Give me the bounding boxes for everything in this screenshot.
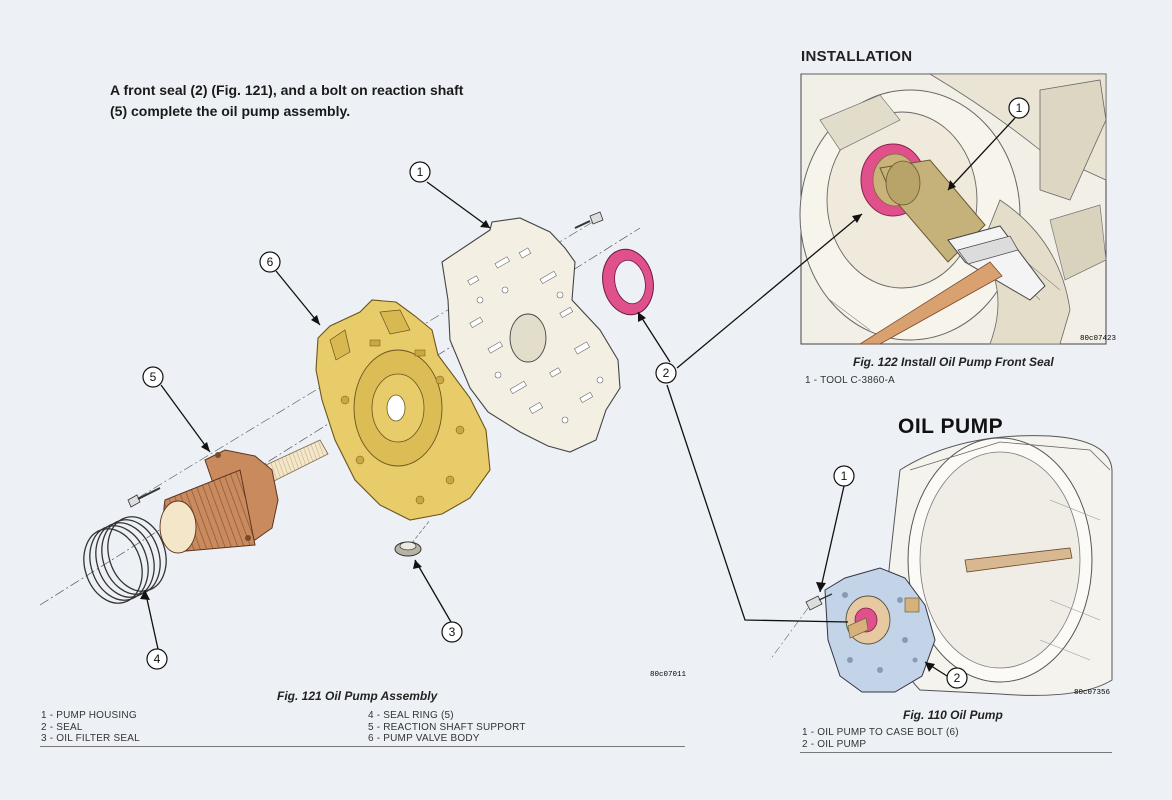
callout-number: 1 — [1016, 101, 1023, 115]
oil-pump-legend: 1 - OIL PUMP TO CASE BOLT (6) 2 - OIL PU… — [802, 727, 959, 750]
callout-circle-pump-1 — [833, 465, 855, 487]
leader-arrowheads — [140, 180, 956, 672]
installation-figure-code: 80c07423 — [1080, 335, 1117, 343]
pump-valve-body-part — [441, 217, 621, 453]
front-seal-part — [602, 248, 654, 316]
oil-pump-figure-code: 80c07356 — [1074, 689, 1111, 697]
legend-item: 6 - PUMP VALVE BODY — [368, 733, 480, 744]
oil-pump-heading: OIL PUMP — [898, 415, 1004, 438]
reaction-shaft-bolt — [127, 487, 161, 508]
oil-pump-illustration — [769, 435, 1113, 696]
callout-number: 6 — [267, 255, 274, 269]
assembly-caption: Fig. 121 Oil Pump Assembly — [277, 689, 438, 703]
callout-circle-4 — [146, 648, 168, 670]
callout-number: 4 — [154, 652, 161, 666]
seal-rings-part — [83, 516, 167, 604]
callout-number: 3 — [449, 625, 456, 639]
callout-circle-3 — [441, 621, 463, 643]
callout-circle-5 — [142, 366, 164, 388]
intro-text: A front seal (2) (Fig. 121), and a bolt … — [110, 82, 464, 119]
legend-item: 2 - OIL PUMP — [802, 738, 867, 750]
legend-item: 4 - SEAL RING (5) — [368, 710, 454, 721]
callout-circles — [142, 97, 1030, 689]
legend-item: 5 - REACTION SHAFT SUPPORT — [368, 721, 526, 733]
callout-number: 2 — [954, 671, 961, 685]
oil-filter-seal-part — [394, 541, 422, 557]
installation-heading: INSTALLATION — [801, 48, 913, 65]
callout-number: 1 — [841, 469, 848, 483]
assembly-divider — [40, 746, 685, 747]
legend-item: 1 - OIL PUMP TO CASE BOLT (6) — [802, 727, 959, 738]
installation-legend: 1 - TOOL C-3860-A — [805, 375, 895, 387]
valve-body-bolt — [574, 211, 604, 229]
callout-circle-pump-2 — [946, 667, 968, 689]
assembly-illustration — [39, 211, 654, 606]
assembly-figure-code: 80c07011 — [650, 671, 687, 679]
callout-circle-6 — [259, 251, 281, 273]
callout-circle-1 — [409, 161, 431, 183]
oil-pump-divider — [800, 752, 1112, 753]
callout-number: 1 — [417, 165, 424, 179]
legend-item: 1 - TOOL C-3860-A — [805, 375, 895, 386]
legend-item: 2 - SEAL — [41, 721, 83, 733]
reaction-shaft-support-part — [159, 439, 329, 554]
leader-lines — [144, 117, 1016, 677]
assembly-legend-left: 1 - PUMP HOUSING 2 - SEAL 3 - OIL FILTER… — [41, 710, 140, 745]
legend-item: 3 - OIL FILTER SEAL — [41, 733, 140, 744]
callout-number: 5 — [150, 370, 157, 384]
callout-number: 2 — [663, 366, 670, 380]
callout-circle-2 — [655, 362, 677, 384]
installation-caption: Fig. 122 Install Oil Pump Front Seal — [853, 355, 1054, 369]
legend-item: 1 - PUMP HOUSING — [41, 710, 137, 721]
callout-circle-install-1 — [1008, 97, 1030, 119]
oil-pump-caption: Fig. 110 Oil Pump — [903, 708, 1003, 722]
assembly-legend-right: 4 - SEAL RING (5) 5 - REACTION SHAFT SUP… — [368, 710, 526, 745]
installation-illustration — [799, 73, 1107, 345]
pump-housing-part — [315, 299, 491, 521]
